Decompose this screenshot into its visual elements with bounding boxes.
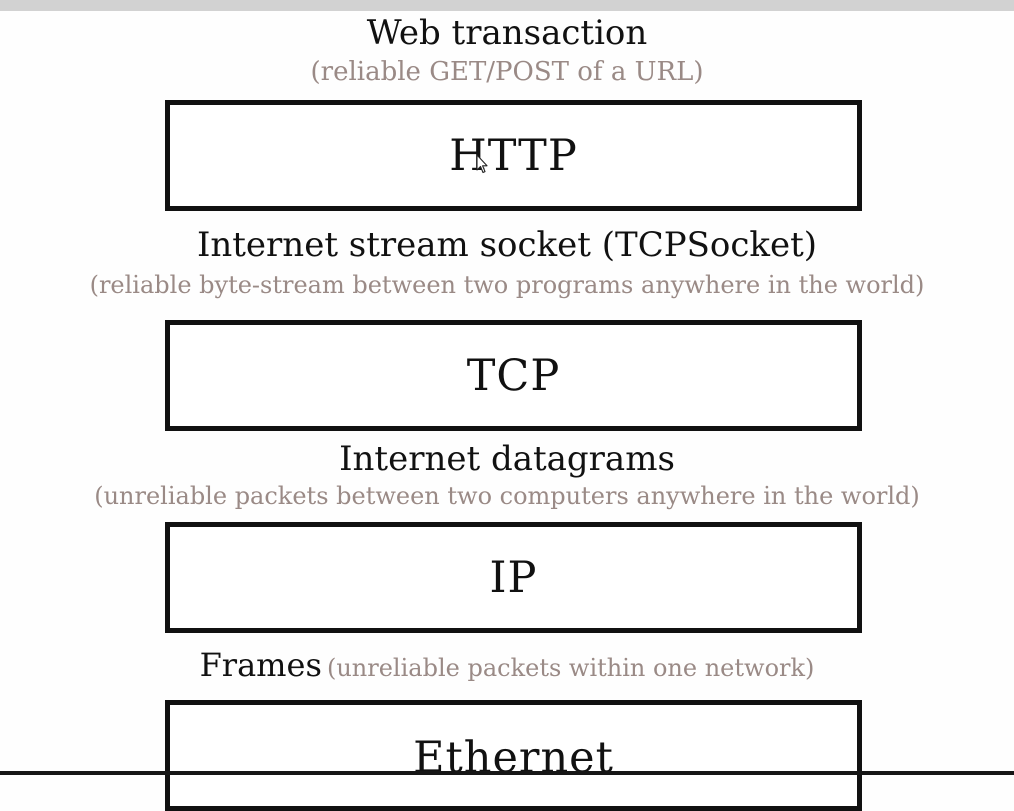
caption-main: Internet datagrams	[339, 439, 675, 479]
caption-web-transaction: Web transaction	[0, 12, 1014, 54]
bottom-frame-line	[0, 771, 1014, 775]
caption-main: Frames	[199, 646, 322, 684]
caption-datagrams-sub: (unreliable packets between two computer…	[0, 479, 1014, 513]
layer-box-tcp: TCP	[165, 320, 862, 431]
caption-stream-socket: Internet stream socket (TCPSocket)	[0, 224, 1014, 266]
caption-web-transaction-sub: (reliable GET/POST of a URL)	[0, 55, 1014, 89]
caption-sub: (reliable byte-stream between two progra…	[89, 271, 925, 299]
caption-sub: (unreliable packets between two computer…	[94, 482, 920, 510]
mouse-cursor-icon	[476, 154, 488, 174]
caption-main: Internet stream socket (TCPSocket)	[196, 225, 818, 265]
layer-box-ethernet: Ethernet	[165, 700, 862, 811]
layer-box-ip: IP	[165, 522, 862, 633]
layer-box-http: HTTP	[165, 100, 862, 211]
layer-label-http: HTTP	[449, 130, 578, 181]
caption-stream-socket-sub: (reliable byte-stream between two progra…	[0, 268, 1014, 302]
caption-sub: (unreliable packets within one network)	[326, 654, 815, 682]
layer-label-ethernet: Ethernet	[413, 733, 614, 783]
layer-label-tcp: TCP	[466, 350, 561, 401]
layer-label-ip: IP	[489, 552, 538, 603]
caption-datagrams: Internet datagrams	[0, 438, 1014, 480]
top-frame-strip	[0, 0, 1014, 11]
caption-main: Web transaction	[366, 13, 648, 53]
caption-sub: (reliable GET/POST of a URL)	[310, 57, 704, 87]
caption-frames: Frames (unreliable packets within one ne…	[0, 644, 1014, 692]
